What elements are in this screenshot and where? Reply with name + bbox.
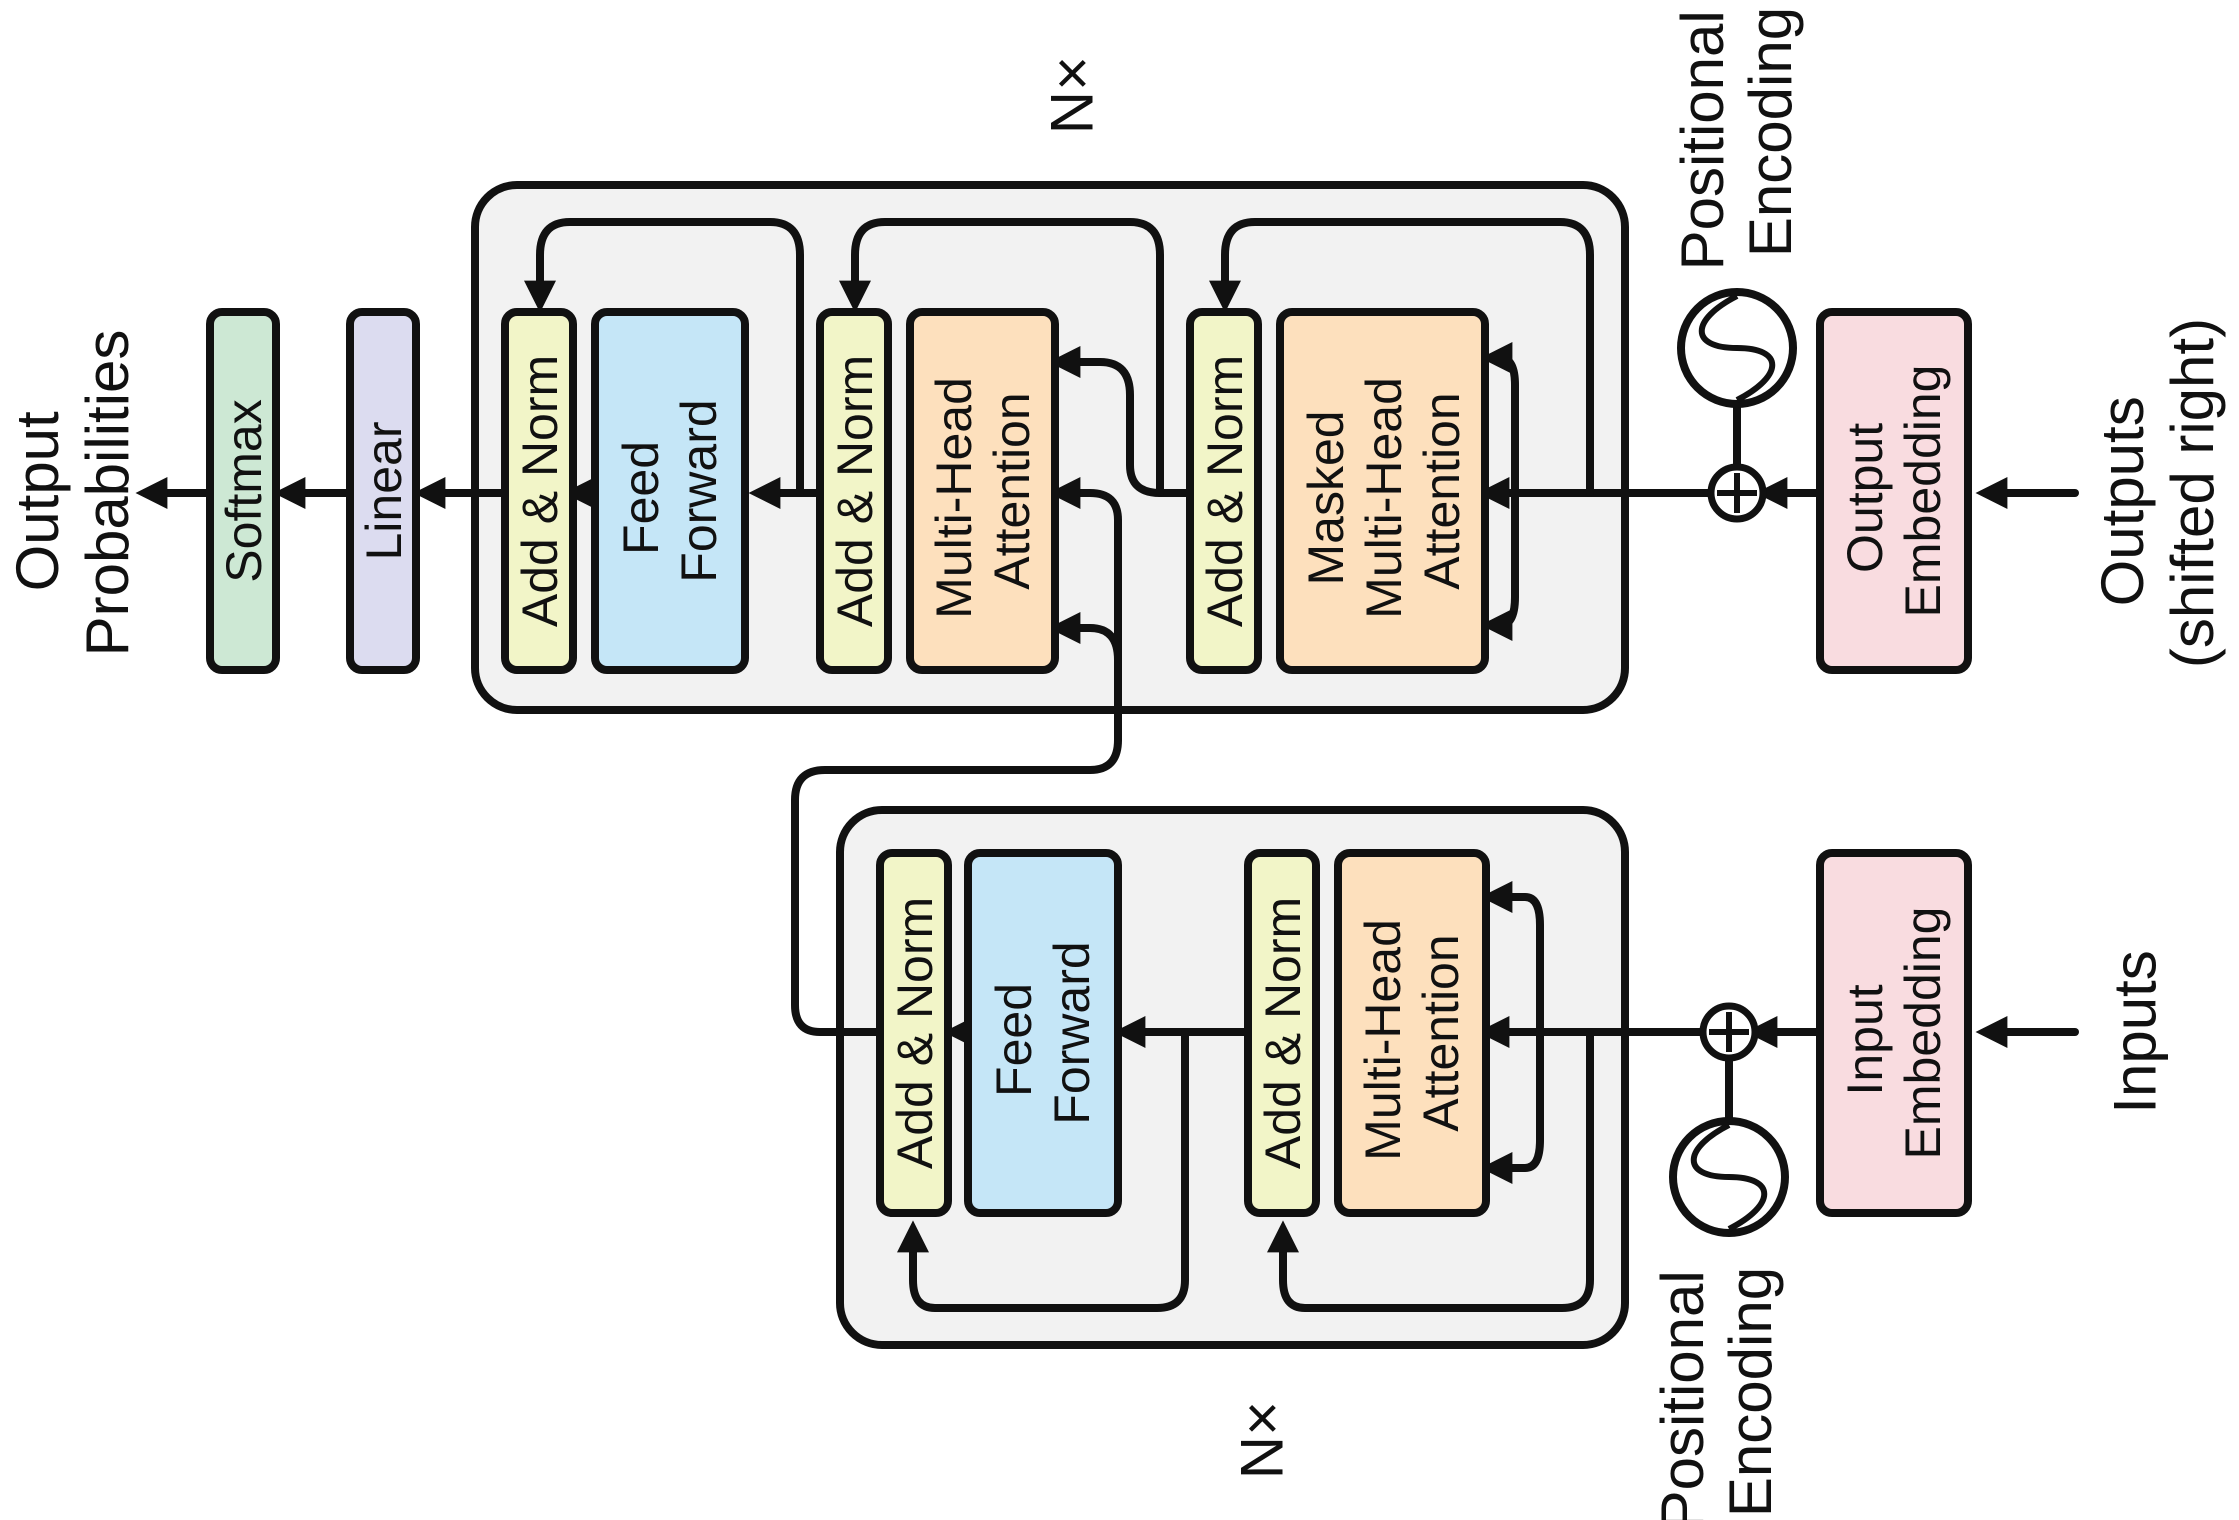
decoder-add-cross <box>1717 473 1757 513</box>
encoder-add-norm-1: Add & Norm <box>1244 849 1320 1217</box>
encoder-feed-forward-label: Feed Forward <box>986 941 1100 1124</box>
decoder-add-norm-1-rect <box>1186 308 1262 674</box>
input-embedding-line-1: Input <box>1837 984 1893 1095</box>
encoder-positional-encoding-icon <box>1669 1117 1789 1237</box>
decoder-cross-attention-line-2: Attention <box>984 392 1040 589</box>
output-embedding-line-2: Embedding <box>1895 365 1951 618</box>
encoder-attention-line-1: Multi-Head <box>1355 919 1411 1161</box>
encoder-feed-forward-line-1: Feed <box>986 983 1042 1097</box>
decoder-positional-encoding-icon <box>1677 288 1797 408</box>
output-embedding: Output Embedding <box>1816 308 1972 674</box>
output-embedding-line-1: Output <box>1837 423 1893 573</box>
decoder-feed-forward-line-1: Feed <box>613 441 669 555</box>
linear-box: Linear <box>346 308 420 674</box>
decoder-masked-attention-line-1: Masked <box>1298 410 1354 585</box>
inputs-label: Inputs <box>2102 950 2169 1113</box>
encoder-pe-line-2: Encoding <box>1717 1267 1784 1517</box>
encoder-stack-frame <box>836 806 1629 1349</box>
decoder-add-norm-2: Add & Norm <box>816 308 892 674</box>
output-embedding-rect <box>1816 308 1972 674</box>
softmax-label: Softmax <box>216 399 272 582</box>
decoder-masked-attention: Masked Multi-Head Attention <box>1276 308 1489 674</box>
decoder-add-norm-2-label: Add & Norm <box>827 355 883 627</box>
linear-box-rect <box>346 308 420 674</box>
output-probabilities-line-1: Output <box>4 411 71 591</box>
decoder-cross-attention-line-1: Multi-Head <box>926 377 982 619</box>
softmax-box-rect <box>206 308 280 674</box>
wire-encoder-memory-branch <box>1048 477 1122 744</box>
encoder-add-norm-2-label: Add & Norm <box>887 897 943 1169</box>
decoder-masked-attention-rect <box>1276 308 1489 674</box>
encoder-feed-forward: Feed Forward <box>964 849 1122 1217</box>
encoder-add-norm-1-rect <box>1244 849 1320 1217</box>
encoder-add-norm-1-label: Add & Norm <box>1255 897 1311 1169</box>
softmax-box: Softmax <box>206 308 280 674</box>
wire-residual-decoder-2 <box>839 218 1164 497</box>
input-embedding-label: Input Embedding <box>1837 907 1951 1160</box>
decoder-pe-line-2: Encoding <box>1737 7 1804 257</box>
wire-attn-split-up <box>1480 342 1519 497</box>
output-embedding-label: Output Embedding <box>1837 365 1951 618</box>
encoder-positional-encoding-label: Positional Encoding <box>1649 1254 1784 1520</box>
wire-residual-decoder-3 <box>524 218 804 497</box>
wire-enc-attn-split-down <box>1480 1028 1544 1184</box>
encoder-feed-forward-line-2: Forward <box>1044 941 1100 1124</box>
encoder-nx-label: N× <box>1229 1401 1296 1479</box>
outputs-line-2: (shifted right) <box>2159 318 2226 668</box>
decoder-positional-encoding-label: Positional Encoding <box>1669 0 1804 270</box>
input-embedding-rect <box>1816 849 1972 1217</box>
decoder-feed-forward: Feed Forward <box>591 308 749 674</box>
linear-label: Linear <box>356 422 412 561</box>
wire-enc-attn-split-up <box>1480 881 1544 1036</box>
encoder-add-cross <box>1709 1012 1749 1052</box>
encoder-add-icon <box>1699 1002 1759 1062</box>
decoder-add-norm-3-rect <box>501 308 577 674</box>
decoder-feed-forward-line-2: Forward <box>671 399 727 582</box>
decoder-masked-attention-label: Masked Multi-Head Attention <box>1298 363 1470 619</box>
decoder-add-norm-2-rect <box>816 308 892 674</box>
decoder-pe-line-1: Positional <box>1669 10 1736 270</box>
wire-residual-decoder-1 <box>1209 218 1594 497</box>
output-probabilities-line-2: Probabilities <box>74 330 141 657</box>
decoder-cross-attention: Multi-Head Attention <box>906 308 1059 674</box>
input-embedding: Input Embedding <box>1816 849 1972 1217</box>
encoder-feed-forward-rect <box>964 849 1122 1217</box>
decoder-add-norm-3-label: Add & Norm <box>512 355 568 627</box>
encoder-pe-wave <box>1690 1122 1768 1232</box>
decoder-add-norm-3: Add & Norm <box>501 308 577 674</box>
output-probabilities-label: Output Probabilities <box>4 330 141 657</box>
wire-attn-split-down <box>1480 489 1519 641</box>
decoder-nx-label: N× <box>1039 56 1106 134</box>
encoder-attention-line-2: Attention <box>1413 934 1469 1131</box>
decoder-cross-attention-rect <box>906 308 1059 674</box>
decoder-cross-attention-label: Multi-Head Attention <box>926 363 1040 619</box>
encoder-pe-line-1: Positional <box>1649 1270 1716 1520</box>
decoder-add-icon <box>1707 463 1767 523</box>
wire-residual-encoder-1 <box>1267 1028 1594 1312</box>
decoder-feed-forward-rect <box>591 308 749 674</box>
encoder-attention-rect <box>1334 849 1490 1217</box>
encoder-add-norm-2: Add & Norm <box>876 849 952 1217</box>
wire-residual-encoder-2 <box>897 1028 1189 1312</box>
encoder-attention: Multi-Head Attention <box>1334 849 1490 1217</box>
outputs-label: Outputs (shifted right) <box>2089 318 2226 668</box>
decoder-feed-forward-label: Feed Forward <box>613 399 727 582</box>
encoder-add-norm-2-rect <box>876 849 952 1217</box>
decoder-add-norm-1-label: Add & Norm <box>1197 355 1253 627</box>
decoder-pe-wave <box>1698 293 1776 403</box>
encoder-attention-label: Multi-Head Attention <box>1355 905 1469 1161</box>
decoder-add-norm-1: Add & Norm <box>1186 308 1262 674</box>
wire-addnorm-to-cross-attention <box>1048 346 1194 497</box>
decoder-masked-attention-line-2: Multi-Head <box>1356 377 1412 619</box>
input-embedding-line-2: Embedding <box>1895 907 1951 1160</box>
decoder-masked-attention-line-3: Attention <box>1414 392 1470 589</box>
outputs-line-1: Outputs <box>2089 396 2156 606</box>
